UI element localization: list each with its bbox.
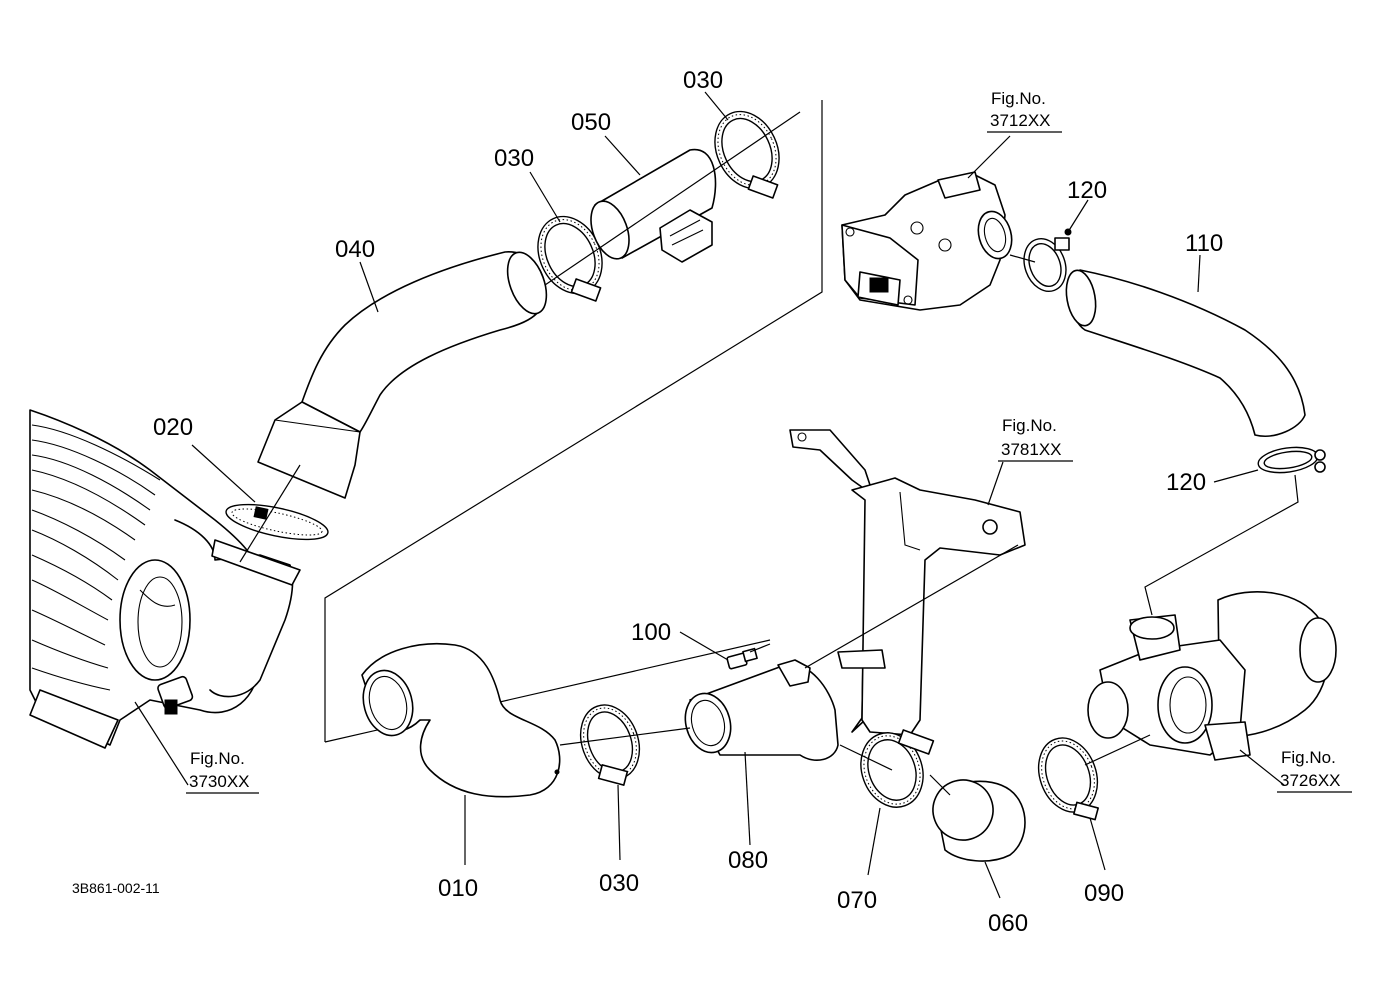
clamp-020-band bbox=[225, 503, 329, 541]
inlet-hose-010-body bbox=[361, 642, 561, 798]
air-cleaner-outlet-detail bbox=[139, 589, 176, 607]
label-080: 080 bbox=[728, 847, 768, 874]
air-cleaner-sensor-tip bbox=[164, 699, 178, 715]
assembly-axis-lines bbox=[239, 111, 1299, 796]
clamp-070 bbox=[860, 729, 935, 808]
fig-ref-title: Fig.No. bbox=[1002, 416, 1057, 435]
turbo-outlet-port bbox=[1129, 616, 1175, 640]
hose-060-end bbox=[932, 779, 994, 841]
fig-ref-3712: Fig.No. 3712XX bbox=[987, 89, 1062, 133]
diagram-id: 3B861-002-11 bbox=[72, 880, 160, 896]
air-flow-sensor-050 bbox=[590, 148, 717, 263]
air-cleaner-outlet-lip bbox=[211, 539, 301, 586]
air-hose-040-cuff bbox=[257, 401, 361, 499]
group-outline-left bbox=[324, 100, 823, 742]
fig-ref-number: 3730XX bbox=[189, 772, 250, 791]
turbo-wastegate-port bbox=[1087, 681, 1129, 739]
clamp-120-lower bbox=[1257, 446, 1326, 474]
label-040: 040 bbox=[335, 236, 375, 263]
turbo-compressor-inlet bbox=[1299, 617, 1337, 683]
clamp-070-screw-housing bbox=[897, 729, 935, 755]
fig-ref-number: 3781XX bbox=[1001, 440, 1062, 459]
clamp-030-screw-housing bbox=[747, 175, 779, 199]
clamp-030-screw-housing bbox=[597, 764, 629, 786]
bolt-100 bbox=[726, 647, 758, 670]
fig-ref-number: 3726XX bbox=[1280, 771, 1341, 790]
bracket-arm-upper bbox=[789, 429, 871, 733]
bracket-plate bbox=[851, 477, 1026, 736]
air-cleaner-base-bracket bbox=[29, 689, 119, 749]
clamp-030-upper-left bbox=[537, 215, 603, 302]
label-120: 120 bbox=[1166, 469, 1206, 496]
air-hose-040 bbox=[257, 251, 548, 499]
clamp-120-screw bbox=[1054, 237, 1070, 251]
label-030: 030 bbox=[599, 870, 639, 897]
label-100: 100 bbox=[631, 619, 671, 646]
clamp-120-upper bbox=[1023, 228, 1072, 292]
bracket-nut bbox=[982, 519, 998, 535]
label-120: 120 bbox=[1067, 177, 1107, 204]
fig-ref-number: 3712XX bbox=[990, 111, 1051, 130]
label-020: 020 bbox=[153, 414, 193, 441]
label-010: 010 bbox=[438, 875, 478, 902]
clamp-090 bbox=[1037, 737, 1099, 821]
label-030: 030 bbox=[683, 67, 723, 94]
air-cleaner-assembly bbox=[29, 409, 301, 749]
air-cleaner-ribs bbox=[31, 424, 161, 691]
hose-060 bbox=[932, 779, 1026, 862]
throttle-body-top-flange bbox=[937, 171, 981, 199]
air-flow-sensor-050-end bbox=[590, 200, 630, 260]
intake-pipe-080-stay bbox=[777, 659, 811, 687]
fig-ref-title: Fig.No. bbox=[1281, 748, 1336, 767]
bracket-tab bbox=[837, 649, 886, 669]
fig-ref-title: Fig.No. bbox=[991, 89, 1046, 108]
figure-references: Fig.No. 3712XX Fig.No. 3781XX Fig.No. 37… bbox=[186, 89, 1352, 794]
turbo-exhaust-ring bbox=[1157, 666, 1213, 744]
hose-110-body bbox=[1070, 269, 1306, 437]
part-number-labels: 030 050 030 040 020 120 110 120 100 010 … bbox=[153, 67, 1223, 937]
throttle-body-assembly bbox=[841, 171, 1013, 311]
hose-110-end bbox=[1065, 269, 1097, 327]
label-050: 050 bbox=[571, 109, 611, 136]
inlet-hose-010 bbox=[361, 642, 561, 798]
label-030: 030 bbox=[494, 145, 534, 172]
fig-ref-3730: Fig.No. 3730XX bbox=[186, 749, 259, 794]
bracket-3781-assembly bbox=[789, 429, 1026, 736]
air-hose-040-end bbox=[506, 251, 548, 315]
label-leaders bbox=[134, 91, 1285, 899]
intake-pipe-080 bbox=[684, 659, 839, 761]
clamp-030-upper-right bbox=[714, 110, 780, 199]
clamp-030-lower bbox=[579, 704, 641, 786]
assembly-group-outline bbox=[324, 100, 823, 743]
turbocharger-assembly bbox=[1087, 591, 1337, 761]
throttle-body-port bbox=[977, 210, 1013, 260]
clamp-020 bbox=[225, 503, 329, 541]
label-090: 090 bbox=[1084, 880, 1124, 907]
air-cleaner-outlet-inner bbox=[137, 576, 183, 668]
clamp-030-screw-housing bbox=[570, 278, 602, 302]
label-060: 060 bbox=[988, 910, 1028, 937]
turbo-flange bbox=[1204, 721, 1251, 761]
label-070: 070 bbox=[837, 887, 877, 914]
fig-ref-3781: Fig.No. 3781XX bbox=[998, 416, 1073, 462]
fig-ref-title: Fig.No. bbox=[190, 749, 245, 768]
fig-ref-3726: Fig.No. 3726XX bbox=[1277, 748, 1352, 793]
hose-110 bbox=[1065, 269, 1306, 437]
clamp-090-screw-housing bbox=[1073, 801, 1099, 821]
air-flow-sensor-050-connector bbox=[659, 209, 713, 263]
label-110: 110 bbox=[1185, 230, 1223, 257]
clamp-020-screw bbox=[253, 506, 269, 520]
air-cleaner-outlet-ring bbox=[119, 559, 191, 681]
